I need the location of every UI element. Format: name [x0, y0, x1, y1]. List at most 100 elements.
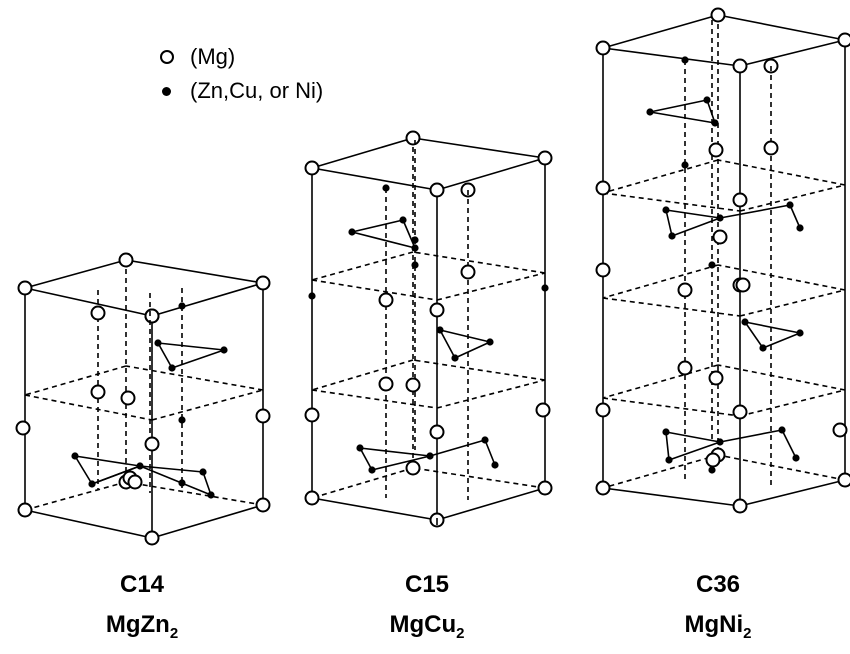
dashed-edge: [152, 390, 263, 420]
metal-atom: [178, 302, 185, 309]
dashed-edge: [312, 468, 413, 498]
mg-atom: [257, 410, 270, 423]
metal-atom: [703, 96, 710, 103]
mg-atom: [92, 307, 105, 320]
solid-edge: [360, 448, 430, 456]
metal-atom: [411, 261, 418, 268]
solid-edge: [666, 432, 669, 460]
mg-atom: [734, 194, 747, 207]
metal-atom: [348, 228, 355, 235]
solid-edge: [75, 456, 140, 466]
mg-atom: [834, 424, 847, 437]
legend-label-metal: (Zn,Cu, or Ni): [190, 74, 323, 108]
metal-atom: [154, 339, 161, 346]
mg-atom: [407, 379, 420, 392]
solid-edge: [455, 342, 490, 358]
metal-atom: [711, 119, 718, 126]
mg-atom: [462, 266, 475, 279]
solid-edge: [158, 343, 224, 350]
structure-code: C36: [638, 565, 798, 605]
metal-atom: [168, 364, 175, 371]
dashed-edge: [437, 380, 545, 408]
metal-atom: [71, 452, 78, 459]
solid-edge: [707, 100, 715, 123]
mg-atom: [539, 152, 552, 165]
metal-atom: [716, 214, 723, 221]
mg-atom: [839, 474, 850, 487]
solid-edge: [352, 220, 403, 232]
structure-code: C15: [347, 565, 507, 605]
dashed-edge: [25, 366, 126, 395]
dashed-edge: [740, 290, 845, 316]
legend-row-mg: (Mg): [160, 40, 323, 74]
dashed-edge: [437, 273, 545, 300]
mg-atom: [306, 492, 319, 505]
solid-edge: [352, 232, 415, 248]
mg-atom: [597, 42, 610, 55]
solid-edge: [603, 48, 740, 66]
dashed-edge: [126, 366, 263, 390]
mg-atom: [122, 392, 135, 405]
solid-edge: [740, 480, 845, 506]
metal-atom: [308, 292, 315, 299]
solid-edge: [312, 138, 413, 168]
solid-edge: [740, 40, 845, 66]
solid-edge: [718, 15, 845, 40]
dashed-edge: [312, 360, 413, 390]
metal-atom: [382, 184, 389, 191]
mg-atom: [597, 182, 610, 195]
metal-atom: [741, 318, 748, 325]
solid-edge: [403, 220, 415, 248]
mg-atom: [380, 378, 393, 391]
metal-atom: [436, 326, 443, 333]
mg-atom: [17, 422, 30, 435]
metal-atom: [178, 479, 185, 486]
metal-atom: [708, 466, 715, 473]
mg-atom: [380, 294, 393, 307]
dashed-edge: [603, 265, 718, 298]
solid-edge: [440, 330, 490, 342]
mg-atom: [597, 482, 610, 495]
metal-atom: [486, 338, 493, 345]
metal-atom: [708, 261, 715, 268]
solid-edge: [152, 283, 263, 316]
metal-atom: [136, 462, 143, 469]
metal-atom: [399, 216, 406, 223]
solid-edge: [437, 488, 545, 520]
mg-atom: [734, 500, 747, 513]
solid-edge: [312, 168, 437, 190]
solid-edge: [745, 322, 800, 333]
legend-label-mg: (Mg): [190, 40, 235, 74]
solid-edge: [158, 343, 172, 368]
metal-atom: [207, 491, 214, 498]
solid-edge: [790, 205, 800, 228]
solid-edge: [25, 260, 126, 288]
mg-atom: [714, 231, 727, 244]
legend-row-metal: (Zn,Cu, or Ni): [160, 74, 323, 108]
metal-atom: [411, 244, 418, 251]
mg-atom: [765, 142, 778, 155]
solid-edge: [666, 210, 672, 236]
solid-edge: [126, 260, 263, 283]
mg-atom: [710, 372, 723, 385]
structure-formula: MgZn2: [62, 605, 222, 654]
metal-atom: [665, 456, 672, 463]
metal-atom: [792, 454, 799, 461]
dashed-edge: [740, 390, 845, 416]
mg-atom: [306, 409, 319, 422]
dashed-edge: [312, 280, 437, 300]
caption-c14: C14 MgZn2: [62, 565, 222, 654]
mg-atom: [129, 476, 142, 489]
dashed-edge: [718, 160, 845, 185]
mg-atom: [539, 482, 552, 495]
solid-edge: [782, 430, 796, 458]
dashed-edge: [126, 482, 263, 505]
solid-edge: [485, 440, 495, 465]
mg-atom: [597, 404, 610, 417]
dashed-edge: [603, 365, 718, 398]
dashed-edge: [718, 365, 845, 390]
mg-atom: [431, 304, 444, 317]
metal-atom: [88, 480, 95, 487]
solid-edge: [437, 158, 545, 190]
